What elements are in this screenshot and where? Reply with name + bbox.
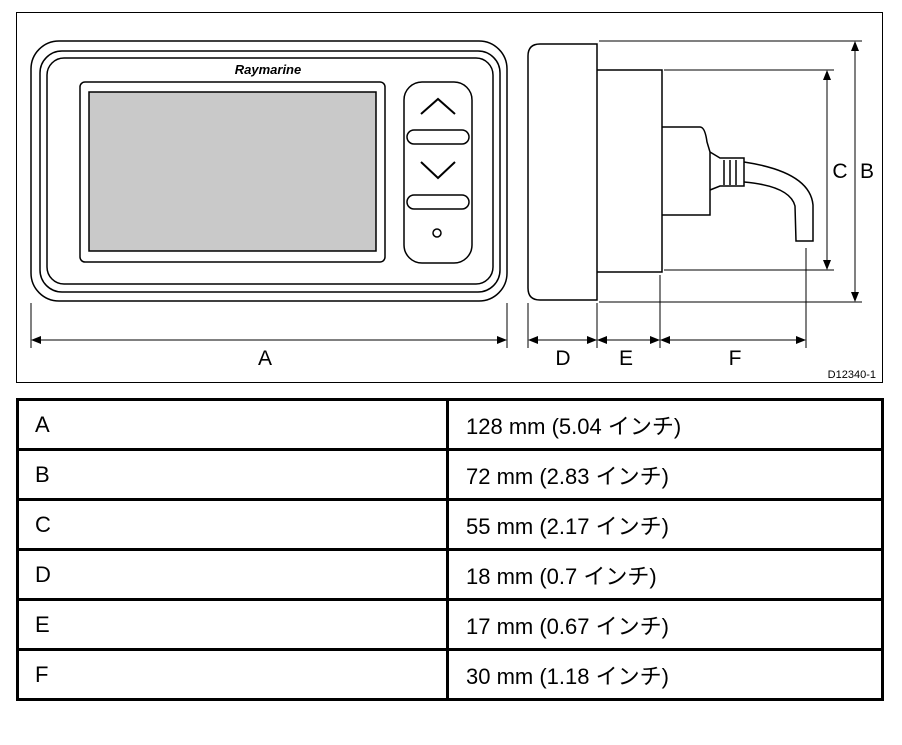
dimension-drawing: Raymarine A D E F C B D12340-1 [30,40,876,381]
table-row: E 17 mm (0.67 インチ) [16,598,884,651]
side-view [527,43,814,301]
front-bezel-inner [39,50,501,293]
table-row: F 30 mm (1.18 インチ) [16,648,884,701]
down-arrow-icon[interactable] [420,161,456,180]
dimension-lines [30,40,862,348]
dimension-label-cell: F [16,648,449,701]
power-dot-icon[interactable] [432,228,442,238]
dimension-value-cell: 30 mm (1.18 インチ) [446,648,884,701]
table-row: A 128 mm (5.04 インチ) [16,398,884,451]
dimension-value-cell: 18 mm (0.7 インチ) [446,548,884,601]
table-row: D 18 mm (0.7 インチ) [16,548,884,601]
dimension-label-cell: C [16,498,449,551]
dimension-label-c: C [832,160,847,183]
dimension-value-cell: 72 mm (2.83 インチ) [446,448,884,501]
dimension-label-b: B [860,160,874,183]
dimension-value-cell: 17 mm (0.67 インチ) [446,598,884,651]
up-arrow-icon[interactable] [420,97,456,115]
divider-key-lower[interactable] [406,194,470,210]
arrowheads [31,41,859,344]
side-bezel [527,43,598,301]
front-bezel-outer [30,40,508,302]
drawing-id: D12340-1 [828,369,876,381]
dimension-label-e: E [619,347,633,370]
lcd-screen [88,91,377,252]
dimension-label-a: A [258,347,272,370]
dimension-label-cell: D [16,548,449,601]
dimension-drawing-frame [16,12,883,383]
side-cable [743,161,814,242]
keypad[interactable] [403,81,473,264]
dimension-label-cell: E [16,598,449,651]
dimension-label-d: D [555,347,570,370]
dimension-label-f: F [729,347,742,370]
dimensions-table: A 128 mm (5.04 インチ) B 72 mm (2.83 インチ) C… [16,398,884,701]
side-connector-plug [709,151,745,191]
dimension-value-cell: 128 mm (5.04 インチ) [446,398,884,451]
divider-key-upper[interactable] [406,129,470,145]
brand-logo: Raymarine [235,62,301,77]
front-face [46,57,494,285]
side-connector-housing [662,126,711,216]
table-row: C 55 mm (2.17 インチ) [16,498,884,551]
dimension-value-cell: 55 mm (2.17 インチ) [446,498,884,551]
front-view [30,40,508,302]
dimension-label-cell: A [16,398,449,451]
side-body [597,69,663,273]
table-row: B 72 mm (2.83 インチ) [16,448,884,501]
screen-frame [79,81,386,263]
dimension-label-cell: B [16,448,449,501]
